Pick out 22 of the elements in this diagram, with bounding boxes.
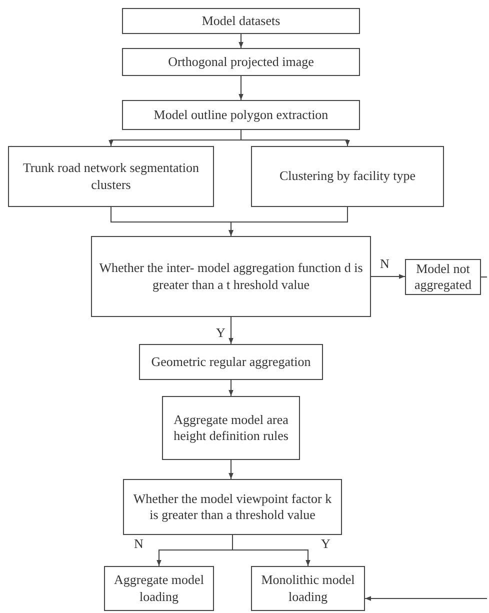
- arrow: [370, 274, 406, 279]
- arrow: [238, 34, 244, 48]
- arrow: [238, 76, 244, 100]
- process-box: Model not aggregated: [405, 259, 481, 295]
- arrow: [232, 534, 310, 566]
- arrow: [228, 206, 348, 236]
- process-box: Aggregate model area height definition rules: [162, 396, 300, 460]
- arrow: [228, 460, 234, 480]
- process-box: Whether the inter- model aggregation function d is greater than a t hreshold value: [91, 236, 371, 317]
- process-box: Whether the model viewpoint factor k is greater than a threshold value: [123, 479, 342, 535]
- process-box: Orthogonal projected image: [122, 48, 360, 76]
- edge-label: N: [379, 256, 390, 271]
- process-box: Clustering by facility type: [251, 146, 444, 207]
- arrow: [228, 380, 234, 396]
- arrow: [364, 596, 488, 601]
- process-box: Geometric regular aggregation: [139, 344, 323, 380]
- process-box: Model outline polygon extraction: [122, 100, 360, 130]
- process-box: Monolithic model loading: [251, 566, 365, 611]
- process-box: Model datasets: [122, 8, 360, 34]
- process-box: Aggregate model loading: [104, 566, 214, 611]
- arrow: [228, 316, 234, 344]
- process-box: Trunk road network segmentation clusters: [8, 146, 214, 207]
